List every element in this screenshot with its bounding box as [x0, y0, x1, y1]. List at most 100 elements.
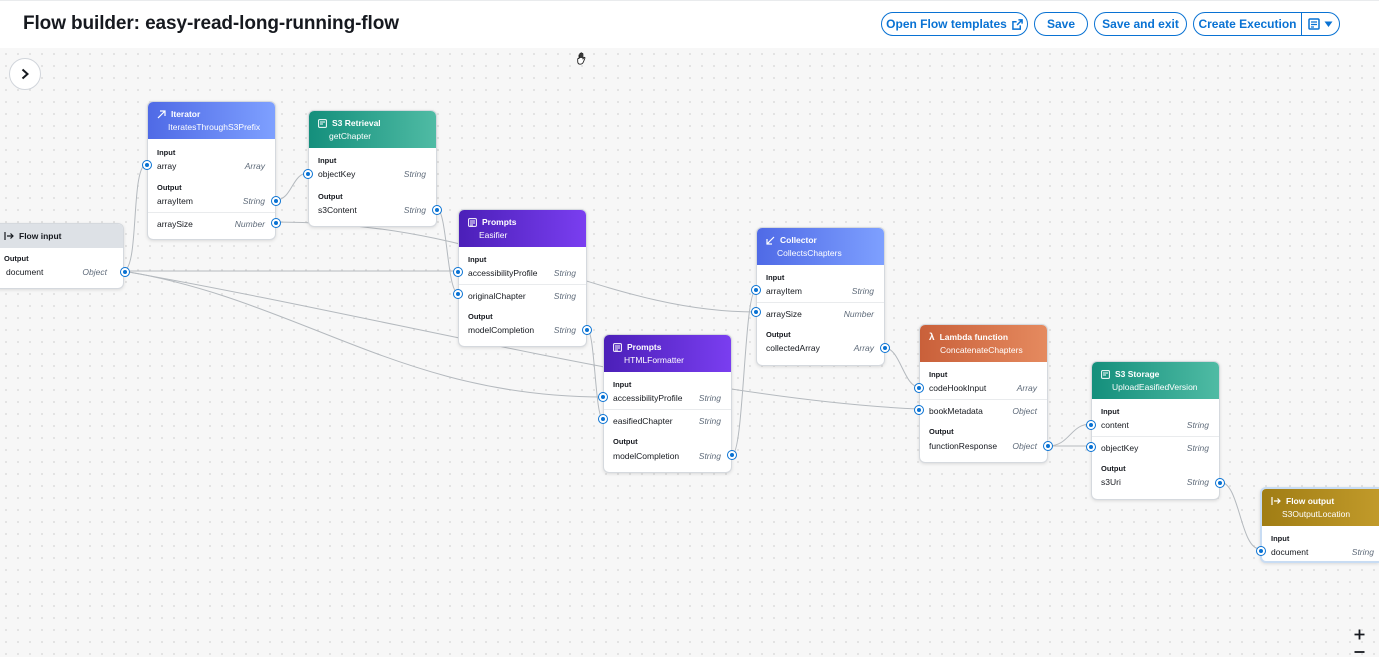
easifier-type: Prompts	[468, 217, 577, 227]
html-formatter-name: HTMLFormatter	[624, 355, 684, 365]
input-section-label: Input	[1101, 407, 1120, 416]
open-flow-templates-button[interactable]: Open Flow templates	[881, 12, 1028, 36]
save-label: Save	[1046, 17, 1076, 31]
input-row: originalChapter String	[459, 284, 586, 301]
input-port[interactable]	[914, 383, 924, 393]
output-port[interactable]	[271, 218, 281, 228]
output-port[interactable]	[727, 450, 737, 460]
lambda-type: λ Lambda function	[929, 332, 1038, 342]
collector-node[interactable]: Collector CollectsChapters Input arrayIt…	[751, 227, 890, 366]
output-port[interactable]	[880, 343, 890, 353]
create-execution-button[interactable]: Create Execution	[1194, 13, 1302, 35]
output-section-label: Output	[929, 427, 954, 436]
output-port[interactable]	[271, 196, 281, 206]
input-port[interactable]	[1086, 420, 1096, 430]
output-port[interactable]	[1215, 478, 1225, 488]
input-type: Object	[1012, 406, 1037, 416]
save-button[interactable]: Save	[1034, 12, 1088, 36]
input-row: array Array	[148, 161, 275, 171]
input-row: arraySize Number	[757, 302, 884, 319]
input-port[interactable]	[1256, 546, 1266, 556]
lambda-type-label: Lambda function	[939, 332, 1009, 342]
output-row: functionResponse Object	[920, 441, 1047, 451]
html-formatter-type-label: Prompts	[627, 342, 662, 352]
edge-document-array	[122, 163, 148, 272]
output-port[interactable]	[1043, 441, 1053, 451]
input-port[interactable]	[751, 307, 761, 317]
s3-storage-type: S3 Storage	[1101, 369, 1210, 379]
input-name: bookMetadata	[929, 406, 983, 416]
flow-input-type-label: Flow input	[19, 231, 62, 241]
input-port[interactable]	[914, 405, 924, 415]
output-type: String	[403, 205, 426, 215]
iterator-type-label: Iterator	[171, 109, 201, 119]
s3-retrieval-type: S3 Retrieval	[318, 118, 427, 128]
input-port[interactable]	[453, 267, 463, 277]
flow-output-node[interactable]: Flow output S3OutputLocation Input docum…	[1256, 487, 1379, 563]
create-execution-dropdown[interactable]	[1302, 13, 1339, 35]
input-type: String	[698, 393, 721, 403]
flow-output-header: Flow output S3OutputLocation	[1262, 489, 1379, 526]
grab-hand-icon	[577, 52, 586, 65]
input-type: String	[851, 286, 874, 296]
open-flow-templates-label: Open Flow templates	[886, 17, 1007, 31]
output-section-label: Output	[4, 254, 29, 263]
input-arrow-icon	[4, 232, 14, 240]
input-type: Array	[1016, 383, 1037, 393]
output-name: arrayItem	[157, 196, 193, 206]
s3-storage-type-label: S3 Storage	[1115, 369, 1160, 379]
zoom-in-button[interactable]	[1350, 625, 1368, 643]
output-name: s3Uri	[1101, 477, 1121, 487]
zoom-out-button[interactable]	[1350, 645, 1368, 657]
input-port[interactable]	[303, 169, 313, 179]
input-port[interactable]	[142, 160, 152, 170]
input-row: easifiedChapter String	[604, 409, 731, 426]
s3-retrieval-node[interactable]: S3 Retrieval getChapter Input objectKey …	[303, 110, 442, 227]
list-icon	[1308, 18, 1320, 30]
edge-completion-arrayitem	[731, 289, 757, 456]
input-name: objectKey	[1101, 443, 1139, 453]
input-port[interactable]	[453, 289, 463, 299]
input-port[interactable]	[751, 285, 761, 295]
output-port[interactable]	[432, 205, 442, 215]
output-port[interactable]	[582, 325, 592, 335]
html-formatter-type: Prompts	[613, 342, 722, 352]
input-type: Number	[843, 309, 874, 319]
flow-input-node[interactable]: Flow input Output document Object	[0, 223, 130, 289]
flow-output-name: S3OutputLocation	[1282, 509, 1351, 519]
input-port[interactable]	[598, 392, 608, 402]
output-row: s3Content String	[309, 205, 436, 215]
save-and-exit-button[interactable]: Save and exit	[1094, 12, 1187, 36]
input-port[interactable]	[598, 414, 608, 424]
s3-storage-node[interactable]: S3 Storage UploadEasifiedVersion Input c…	[1086, 361, 1225, 500]
input-name: accessibilityProfile	[613, 393, 683, 403]
input-section-label: Input	[929, 370, 948, 379]
output-row: s3Uri String	[1092, 477, 1219, 487]
lambda-header: λ Lambda function ConcatenateChapters	[920, 325, 1047, 362]
edge-document-bookmetadata	[122, 270, 920, 410]
input-type: String	[1186, 443, 1209, 453]
input-row: objectKey String	[309, 169, 436, 179]
page-title: Flow builder: easy-read-long-running-flo…	[23, 13, 399, 34]
iterator-node[interactable]: Iterator IteratesThroughS3Prefix Input a…	[142, 101, 281, 240]
lambda-function-node[interactable]: λ Lambda function ConcatenateChapters In…	[914, 324, 1053, 463]
input-row: accessibilityProfile String	[459, 268, 586, 278]
flow-input-type: Flow input	[4, 231, 114, 241]
easifier-prompt-node[interactable]: Prompts Easifier Input accessibilityProf…	[453, 209, 592, 347]
output-port[interactable]	[120, 267, 130, 277]
input-port[interactable]	[1086, 442, 1096, 452]
prompt-icon	[468, 217, 477, 227]
edge-s3uri-document	[1219, 481, 1261, 550]
output-section-label: Output	[766, 330, 791, 339]
output-type: String	[698, 451, 721, 461]
output-name: s3Content	[318, 205, 357, 215]
create-execution-label: Create Execution	[1198, 17, 1297, 31]
external-link-icon	[1012, 18, 1023, 30]
sidebar-toggle-button[interactable]	[9, 58, 41, 90]
edge-completion-easified	[586, 328, 604, 420]
html-formatter-prompt-node[interactable]: Prompts HTMLFormatter Input accessibilit…	[598, 334, 737, 473]
s3-retrieval-type-label: S3 Retrieval	[332, 118, 381, 128]
minus-icon	[1354, 651, 1364, 653]
output-section-label: Output	[157, 183, 182, 192]
